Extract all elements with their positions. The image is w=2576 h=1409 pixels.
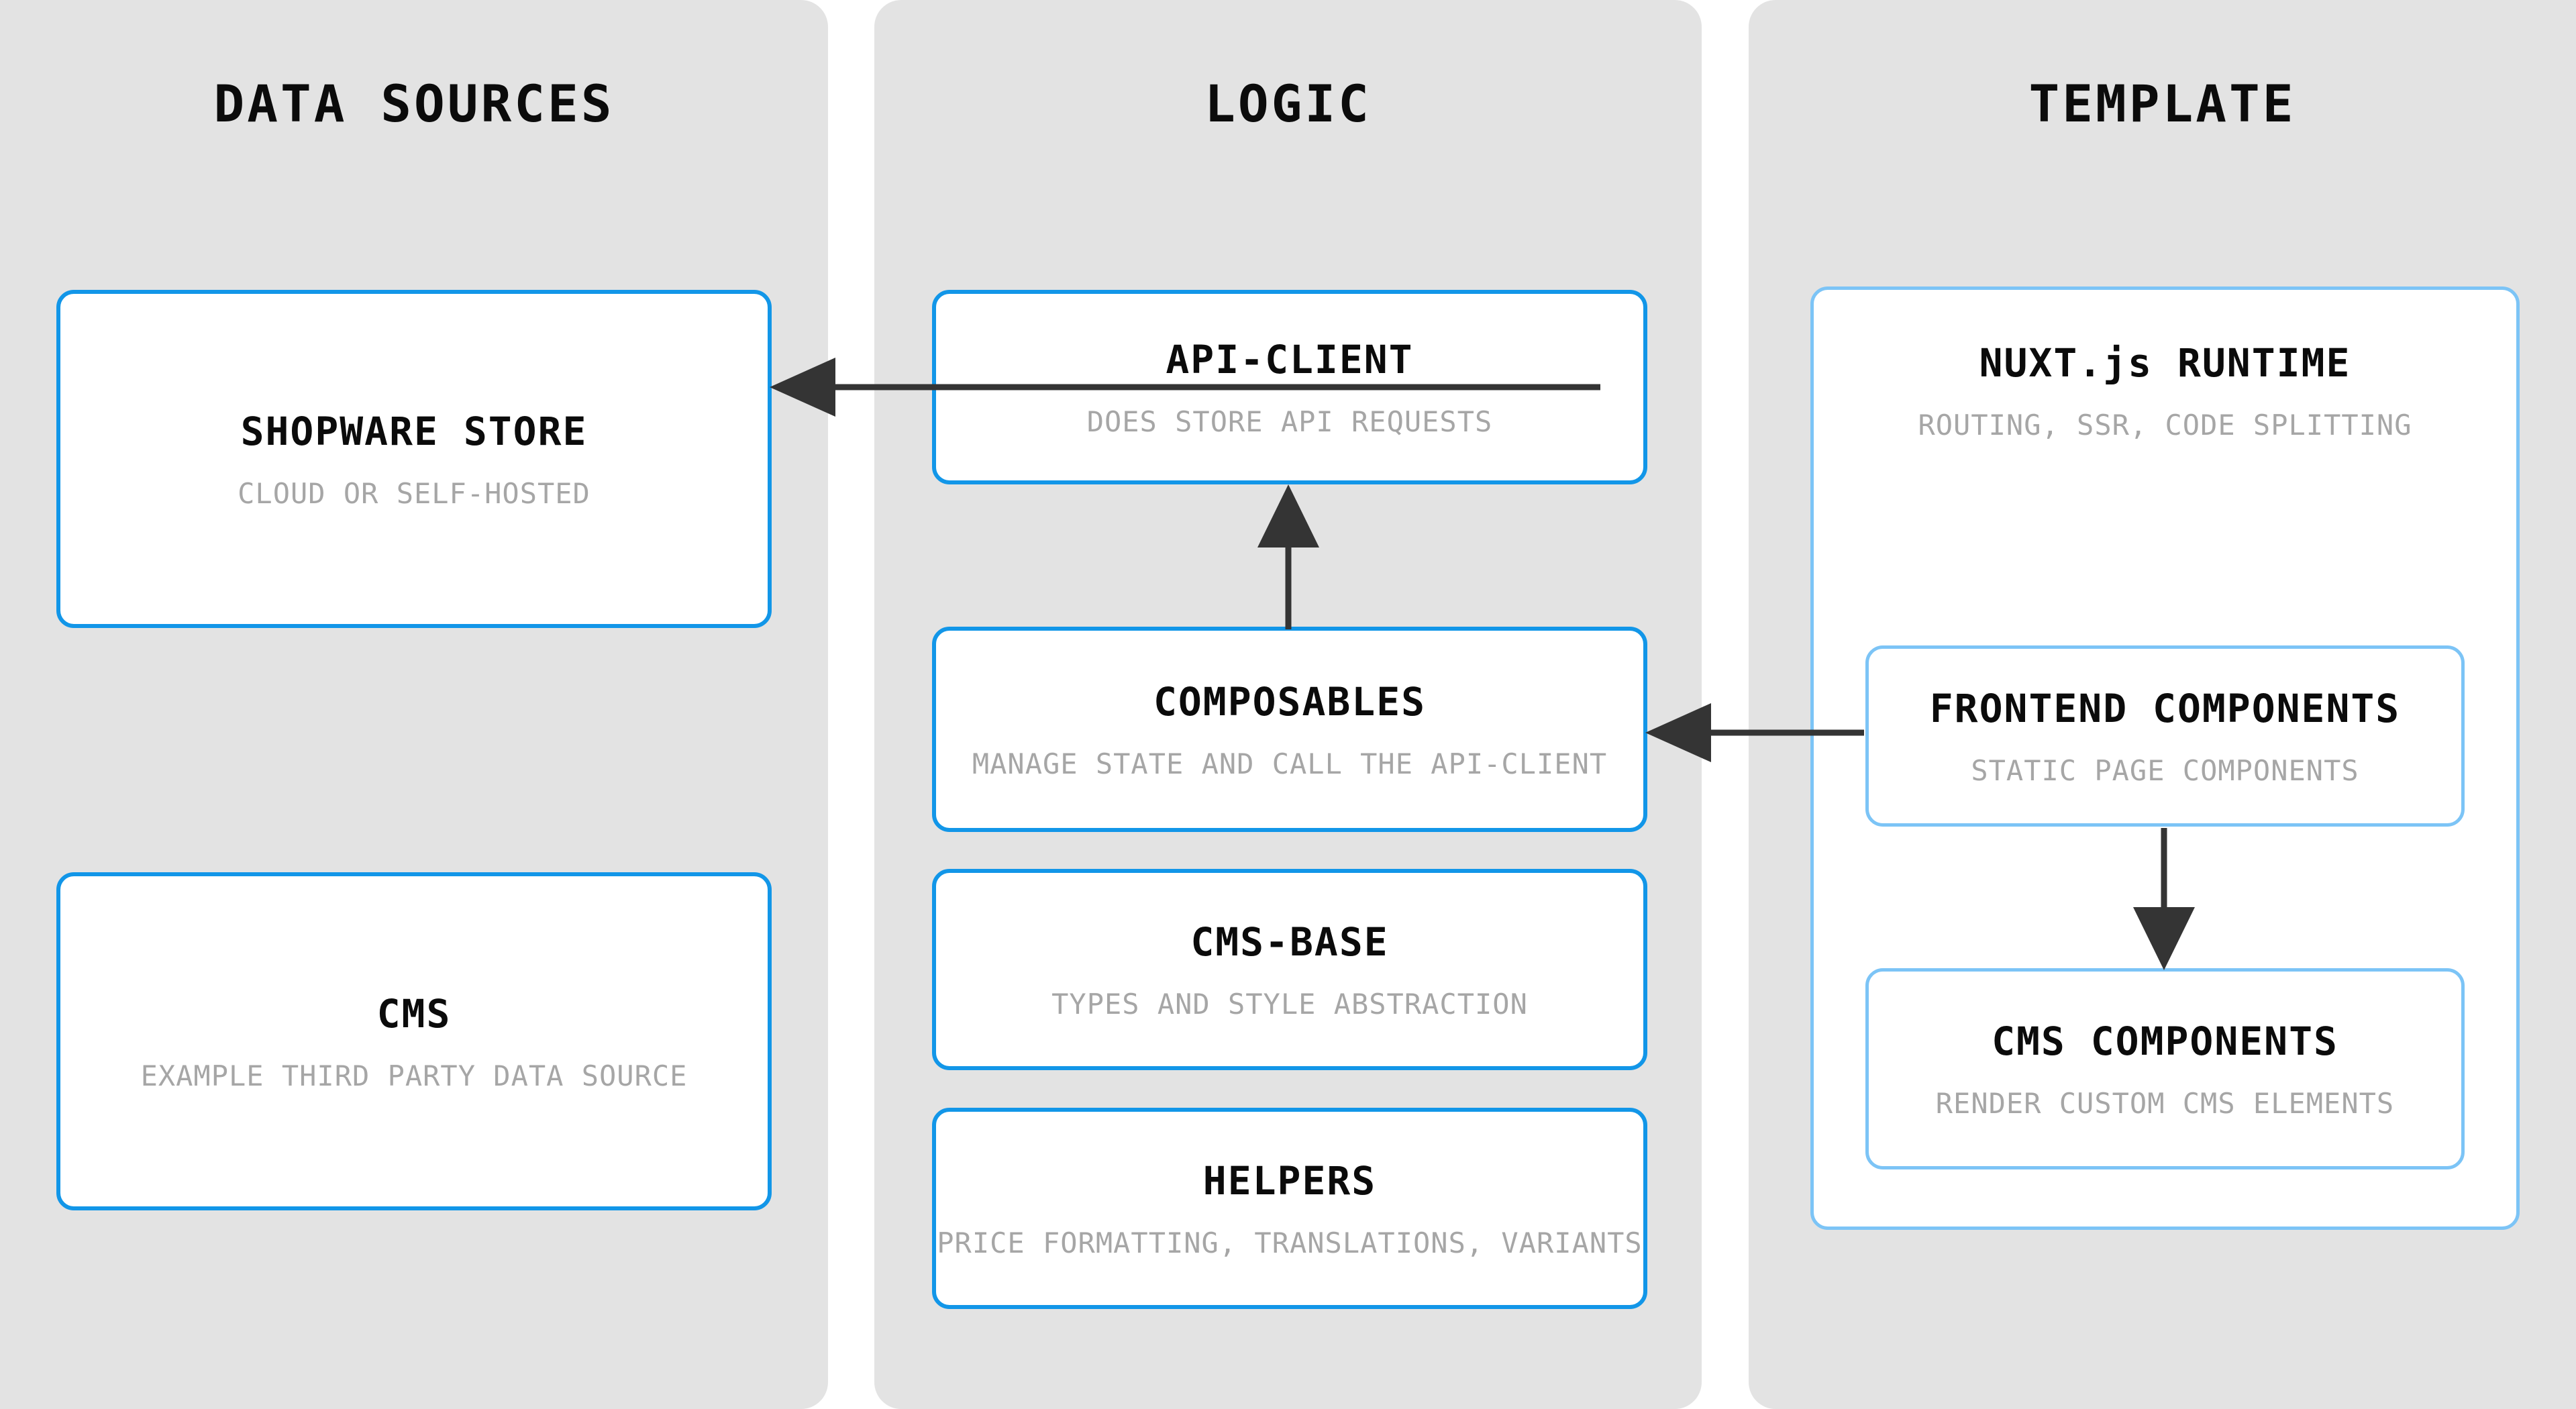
card-title-api-client: API-CLIENT [1166, 336, 1414, 382]
card-subtitle-composables: MANAGE STATE AND CALL THE API-CLIENT [972, 747, 1608, 780]
card-title-cms-components: CMS COMPONENTS [1992, 1018, 2338, 1064]
card-title-cms-base: CMS-BASE [1190, 919, 1389, 965]
card-title-helpers: HELPERS [1202, 1157, 1377, 1204]
card-subtitle-api-client: DOES STORE API REQUESTS [1086, 405, 1493, 438]
panel-title-data-sources: DATA SOURCES [213, 74, 615, 134]
card-subtitle-cms: EXAMPLE THIRD PARTY DATA SOURCE [140, 1059, 688, 1092]
card-cms-base[interactable]: CMS-BASE TYPES AND STYLE ABSTRACTION [932, 869, 1647, 1070]
card-cms[interactable]: CMS EXAMPLE THIRD PARTY DATA SOURCE [56, 872, 772, 1210]
card-subtitle-nuxt-runtime: ROUTING, SSR, CODE SPLITTING [1918, 409, 2412, 441]
card-helpers[interactable]: HELPERS PRICE FORMATTING, TRANSLATIONS, … [932, 1108, 1647, 1309]
card-title-shopware-store: SHOPWARE STORE [240, 408, 588, 454]
panel-title-logic: LOGIC [1204, 74, 1372, 134]
card-title-frontend-components: FRONTEND COMPONENTS [1929, 685, 2401, 731]
card-frontend-components[interactable]: FRONTEND COMPONENTS STATIC PAGE COMPONEN… [1865, 645, 2465, 827]
card-api-client[interactable]: API-CLIENT DOES STORE API REQUESTS [932, 290, 1647, 484]
card-composables[interactable]: COMPOSABLES MANAGE STATE AND CALL THE AP… [932, 627, 1647, 832]
card-cms-components[interactable]: CMS COMPONENTS RENDER CUSTOM CMS ELEMENT… [1865, 968, 2465, 1169]
card-subtitle-frontend-components: STATIC PAGE COMPONENTS [1971, 753, 2359, 787]
panel-title-template: TEMPLATE [2028, 74, 2296, 134]
card-subtitle-cms-base: TYPES AND STYLE ABSTRACTION [1051, 987, 1528, 1021]
card-title-composables: COMPOSABLES [1153, 678, 1427, 725]
card-title-nuxt-runtime: NUXT.js RUNTIME [1979, 340, 2351, 386]
card-shopware-store[interactable]: SHOPWARE STORE CLOUD OR SELF-HOSTED [56, 290, 772, 628]
card-subtitle-shopware-store: CLOUD OR SELF-HOSTED [238, 476, 590, 510]
card-title-cms: CMS [376, 990, 452, 1037]
card-subtitle-helpers: PRICE FORMATTING, TRANSLATIONS, VARIANTS [937, 1226, 1643, 1259]
card-header-nuxt-runtime: NUXT.js RUNTIME ROUTING, SSR, CODE SPLIT… [1814, 340, 2516, 441]
card-subtitle-cms-components: RENDER CUSTOM CMS ELEMENTS [1935, 1086, 2395, 1120]
